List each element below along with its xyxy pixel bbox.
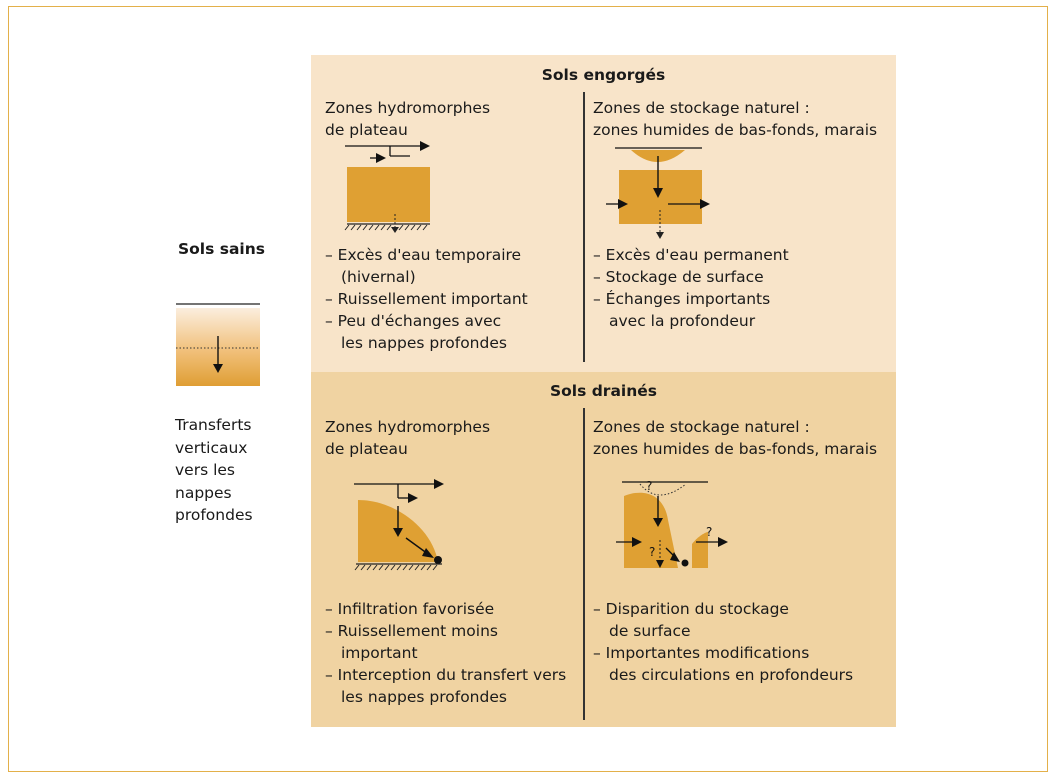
list-item: – Disparition du stockage: [593, 600, 789, 618]
heading-line: Zones hydromorphes: [325, 418, 491, 436]
plateau-drained-diagram: [354, 479, 444, 571]
list-item: – Importantes modifications: [593, 644, 810, 662]
column-divider-top: [583, 92, 585, 362]
top-left-heading: Zones hydromorphes de plateau: [325, 97, 490, 141]
list-item: important: [341, 644, 418, 662]
list-item: – Excès d'eau permanent: [593, 246, 789, 264]
heading-line: Zones de stockage naturel :: [593, 99, 810, 117]
heading-line: de plateau: [325, 440, 408, 458]
heading-line: de plateau: [325, 121, 408, 139]
list-item: – Interception du transfert vers: [325, 666, 567, 684]
healthy-soils-caption: Transferts verticaux vers les nappes pro…: [175, 414, 253, 527]
bottom-right-bullets: – Disparition du stockage de surface – I…: [593, 598, 853, 686]
heading-line: Zones de stockage naturel :: [593, 418, 810, 436]
list-item: – Stockage de surface: [593, 268, 764, 286]
healthy-soil-diagram: [176, 303, 260, 386]
top-right-bullets: – Excès d'eau permanent – Stockage de su…: [593, 244, 789, 332]
bottom-left-bullets: – Infiltration favorisée – Ruissellement…: [325, 598, 566, 708]
bottom-left-heading: Zones hydromorphes de plateau: [325, 416, 490, 460]
list-item: – Ruissellement important: [325, 290, 528, 308]
list-item: – Excès d'eau temporaire: [325, 246, 522, 264]
top-right-heading: Zones de stockage naturel : zones humide…: [593, 97, 877, 141]
caption-line: profondes: [175, 506, 253, 524]
top-left-bullets: – Excès d'eau temporaire (hivernal) – Ru…: [325, 244, 528, 354]
list-item: (hivernal): [341, 268, 416, 286]
list-item: les nappes profondes: [341, 688, 507, 706]
unknown-mark: ?: [706, 525, 712, 539]
list-item: – Ruissellement moins: [325, 622, 498, 640]
column-divider-bottom: [583, 408, 585, 720]
heading-line: Zones hydromorphes: [325, 99, 491, 117]
caption-line: nappes: [175, 483, 232, 502]
heading-line: zones humides de bas-fonds, marais: [593, 121, 878, 139]
unknown-mark: ?: [646, 479, 652, 493]
wetland-waterlogged-diagram: [606, 147, 710, 239]
wetland-drained-diagram: ? ? ?: [616, 479, 728, 568]
heading-line: zones humides de bas-fonds, marais: [593, 440, 878, 458]
list-item: – Échanges importants: [593, 290, 771, 308]
list-item: avec la profondeur: [609, 312, 756, 330]
list-item: – Infiltration favorisée: [325, 600, 495, 618]
caption-line: verticaux: [175, 438, 248, 457]
list-item: de surface: [609, 622, 691, 640]
list-item: – Peu d'échanges avec: [325, 312, 502, 330]
caption-line: Transferts: [175, 416, 252, 434]
list-item: les nappes profondes: [341, 334, 507, 352]
healthy-soils-heading: Sols sains: [178, 240, 266, 258]
caption-line: vers les: [175, 461, 236, 479]
waterlogged-soils-title: Sols engorgés: [541, 66, 666, 84]
plateau-waterlogged-diagram: [344, 141, 430, 233]
drained-soils-title: Sols drainés: [549, 382, 658, 400]
unknown-mark: ?: [649, 545, 655, 559]
figure-frame: [8, 6, 1048, 772]
list-item: des circulations en profondeurs: [609, 666, 854, 684]
bottom-right-heading: Zones de stockage naturel : zones humide…: [593, 416, 877, 460]
